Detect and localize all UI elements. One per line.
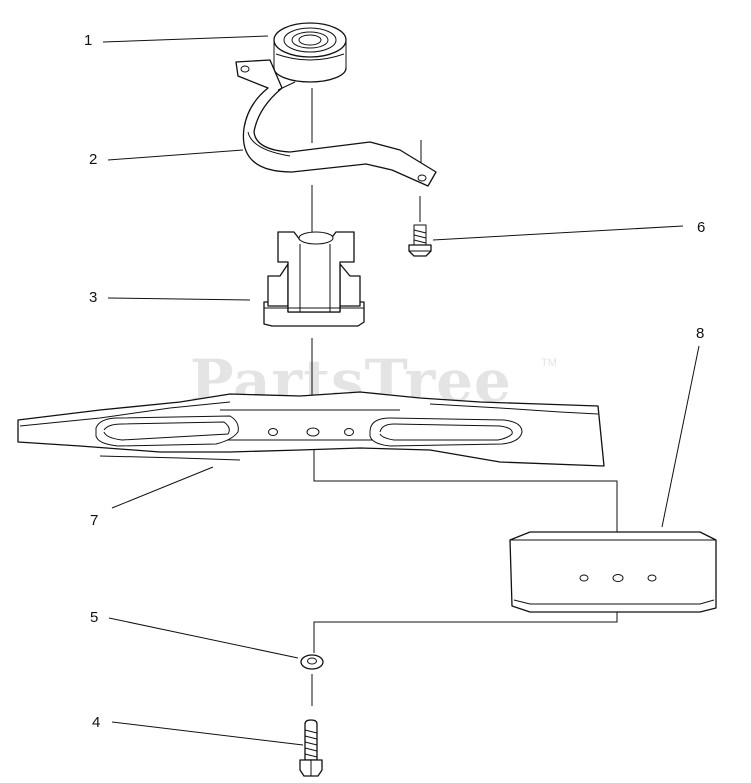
- mower-blade-part: [17, 391, 605, 467]
- leader-lines: [102, 35, 700, 746]
- callout-number-4: 4: [92, 714, 101, 731]
- callout-number-6: 6: [697, 219, 706, 236]
- callout-number-5: 5: [90, 609, 99, 626]
- callout-number-3: 3: [89, 289, 98, 306]
- callout-number-2: 2: [89, 151, 98, 168]
- blade-bolt-part: [299, 719, 323, 777]
- idler-pulley-part: [273, 22, 347, 83]
- washer-part: [300, 654, 324, 670]
- callout-number-7: 7: [90, 512, 99, 529]
- callout-number-1: 1: [84, 32, 93, 49]
- blade-plate-part: [509, 531, 717, 613]
- blade-adapter-part: [263, 231, 365, 327]
- callout-number-8: 8: [696, 325, 705, 342]
- watermark-trademark: TM: [541, 357, 557, 369]
- hex-screw-part: [408, 224, 432, 257]
- idler-arm-bracket-part: [235, 59, 437, 187]
